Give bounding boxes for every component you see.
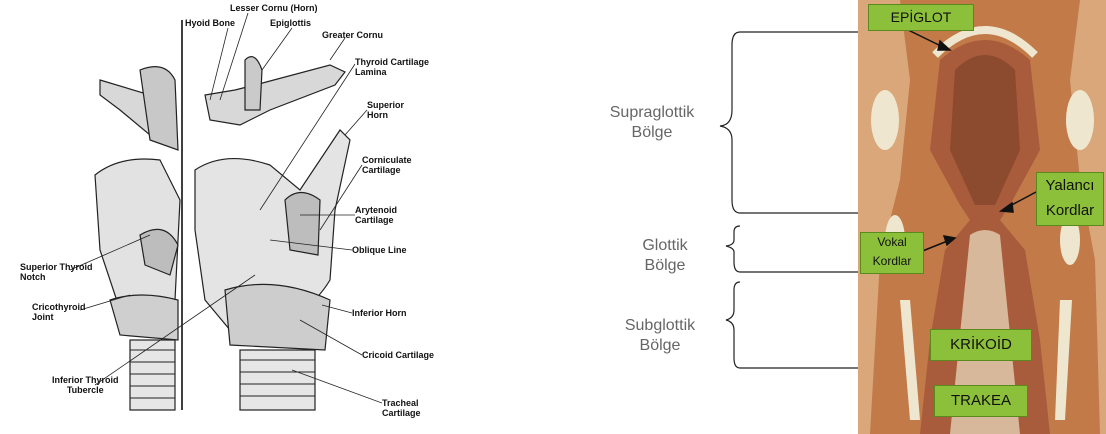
- tag-vocal-cords: Vokal Kordlar: [860, 232, 924, 274]
- label-hyoid-bone: Hyoid Bone: [185, 18, 236, 28]
- label-superior-horn: Superior Horn: [367, 100, 405, 120]
- glottic-bracket: [725, 225, 860, 273]
- label-oblique-line: Oblique Line: [352, 245, 407, 255]
- supraglottic-bracket: [719, 31, 870, 214]
- label-epiglottis: Epiglottis: [270, 18, 311, 28]
- label-corniculate-cartilage: Corniculate Cartilage: [362, 155, 412, 175]
- tag-false-cords: Yalancı Kordlar: [1036, 172, 1104, 226]
- label-superior-thyroid-notch: Superior Thyroid Notch: [20, 262, 93, 282]
- cricoid-right: [224, 283, 331, 351]
- region-supraglottic-label: Supraglottik Bölge: [609, 104, 695, 141]
- label-inferior-thyroid-tubercle: Inferior Thyroid Tubercle: [52, 375, 119, 395]
- label-greater-cornu: Greater Cornu: [322, 30, 384, 40]
- tag-epiglot: EPİGLOT: [868, 4, 974, 31]
- epiglottis-right: [244, 56, 263, 111]
- region-subglottic-label: Subglottik Bölge: [624, 317, 696, 354]
- tag-cricoid: KRİKOİD: [930, 329, 1032, 361]
- label-lesser-cornu: Lesser Cornu (Horn): [230, 3, 318, 13]
- label-arytenoid-cartilage: Arytenoid Cartilage: [355, 205, 398, 225]
- cricoid-left: [109, 294, 179, 341]
- label-inferior-horn: Inferior Horn: [352, 308, 407, 318]
- larynx-coronal-section: Supraglottik Bölge Glottik Bölge Subglot…: [440, 0, 1106, 434]
- arytenoid-left: [139, 228, 179, 276]
- airway-upper: [950, 55, 1020, 205]
- label-cricothyroid-joint: Cricothyroid Joint: [32, 302, 86, 322]
- label-thyroid-cartilage-lamina: Thyroid Cartilage Lamina: [355, 57, 430, 77]
- label-tracheal-cartilage: Tracheal Cartilage: [382, 398, 421, 418]
- epiglottis-left: [139, 66, 179, 151]
- tag-trachea: TRAKEA: [934, 385, 1028, 417]
- larynx-anatomy-drawing: Lesser Cornu (Horn) Hyoid Bone Epiglotti…: [0, 0, 440, 434]
- larynx-illustration: [69, 12, 383, 411]
- coronal-section-illustration: [719, 0, 1106, 434]
- region-glottic-label: Glottik Bölge: [642, 237, 688, 274]
- trachea-right: [239, 349, 316, 411]
- subglottic-bracket: [725, 281, 870, 369]
- hyoid-bone-right: [204, 64, 346, 126]
- label-cricoid-cartilage: Cricoid Cartilage: [362, 350, 435, 360]
